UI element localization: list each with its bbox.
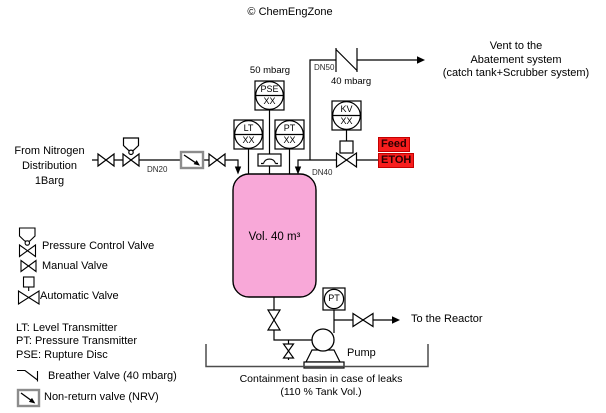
storage-tank xyxy=(232,173,317,298)
legend-symbols xyxy=(16,227,41,408)
drain-valve-icon xyxy=(282,343,295,359)
rupture-disc-icon xyxy=(257,153,282,167)
vent-destination-label: Vent to the Abatement system (catch tank… xyxy=(424,40,606,81)
tank-outlet-valve-icon xyxy=(266,309,282,331)
pse-setpoint-label: 50 mbarg xyxy=(249,65,291,76)
basin-label: Containment basin in case of leaks (110 … xyxy=(206,373,436,399)
feed-label: Feed ETOH xyxy=(378,137,415,168)
legend-pse-definition: PSE: Rupture Disc xyxy=(16,349,108,361)
dn50-label: DN50 xyxy=(314,63,335,72)
flow-arrows xyxy=(234,56,425,324)
nitrogen-source-label: From Nitrogen Distribution 1Barg xyxy=(2,144,97,189)
vent-riser xyxy=(309,59,336,160)
manual-valve-icon xyxy=(208,152,226,168)
nitrogen-source-line: Distribution xyxy=(21,160,78,172)
pump-label: Pump xyxy=(347,347,376,359)
pt-pump-tag: PT xyxy=(328,293,340,303)
pt-tank-instrument-icon xyxy=(274,119,305,150)
legend-manual-valve: Manual Valve xyxy=(42,260,108,272)
vent-destination-line: Abatement system xyxy=(470,53,562,66)
kv-id: XX xyxy=(340,116,353,126)
dn20-label: DN20 xyxy=(147,165,168,174)
legend-pt-definition: PT: Pressure Transmitter xyxy=(16,335,138,347)
pt-tank-id: XX xyxy=(283,135,296,145)
automatic-valve-icon xyxy=(335,140,358,169)
vent-arrow-icon xyxy=(417,56,425,64)
tank-volume-label: Vol. 40 m³ xyxy=(248,231,301,243)
nitrogen-pipe xyxy=(92,159,239,168)
legend-breather-valve-icon xyxy=(17,369,39,382)
feed-line2: ETOH xyxy=(378,153,415,168)
legend-lt-definition: LT: Level Transmitter xyxy=(16,322,118,334)
legend-automatic-valve-icon xyxy=(17,276,40,306)
pse-instrument-icon xyxy=(254,80,285,111)
containment-basin xyxy=(205,344,429,368)
manual-valve-icon xyxy=(97,152,115,168)
breather-rating-label: 40 mbarg xyxy=(331,76,372,87)
non-return-valve-icon xyxy=(179,150,205,170)
feed-arrow-icon xyxy=(294,166,302,175)
basin-line: Containment basin in case of leaks xyxy=(239,373,403,385)
vent-destination-line: (catch tank+Scrubber system) xyxy=(442,67,590,79)
lt-id: XX xyxy=(242,135,255,145)
vent-destination-line: Vent to the xyxy=(489,40,543,52)
reactor-destination-label: To the Reactor xyxy=(411,313,483,325)
manual-valve-icon xyxy=(352,312,374,328)
pump-icon xyxy=(303,328,345,369)
kv-instrument-icon xyxy=(331,100,362,131)
instrument-symbols xyxy=(233,80,362,311)
reactor-arrow-icon xyxy=(392,316,400,324)
legend-automatic-valve: Automatic Valve xyxy=(40,290,119,302)
breather-valve-icon xyxy=(335,48,358,72)
nitrogen-source-line: From Nitrogen xyxy=(14,145,85,157)
page-title: © ChemEngZone xyxy=(247,6,333,18)
lt-instrument-icon xyxy=(233,119,264,150)
legend-non-return-valve-icon xyxy=(16,388,41,408)
legend-nrv-definition: Non-return valve (NRV) xyxy=(44,391,159,403)
kv-tag: KV xyxy=(340,104,353,114)
nitrogen-source-line: 1Barg xyxy=(34,175,65,187)
pt-pump-instrument-icon xyxy=(322,287,346,311)
basin-line: (110 % Tank Vol.) xyxy=(280,386,362,398)
pse-id: XX xyxy=(263,96,276,106)
dn40-label: DN40 xyxy=(312,168,333,177)
lt-tag: LT xyxy=(243,123,254,133)
legend-manual-valve-icon xyxy=(20,259,37,273)
tank-outlet-pipe xyxy=(273,297,313,341)
feed-line1: Feed xyxy=(378,137,410,152)
pressure-control-valve-icon xyxy=(122,137,140,168)
legend-pressure-control-valve-icon xyxy=(18,227,37,258)
nitrogen-arrow-icon xyxy=(234,166,242,175)
legend-breather-valve: Breather Valve (40 mbarg) xyxy=(48,370,177,382)
valves xyxy=(97,48,374,359)
pse-tag: PSE xyxy=(260,84,279,94)
legend-pressure-control-valve: Pressure Control Valve xyxy=(42,240,155,252)
pt-tank-tag: PT xyxy=(283,123,296,133)
